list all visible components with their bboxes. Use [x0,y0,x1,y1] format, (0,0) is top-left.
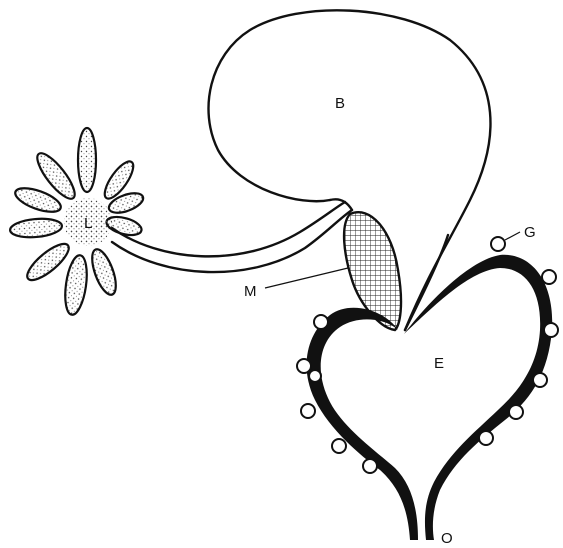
label-o: O [441,530,453,547]
label-e: E [434,355,444,372]
tube-inner [112,210,352,272]
label-g-leader [505,232,520,240]
label-m: M [244,283,257,300]
label-g: G [524,224,536,241]
tube-outer [112,202,345,256]
label-b: B [335,95,345,112]
structure-l-star [9,128,145,316]
structure-e-wall-right [404,255,552,540]
label-l: L [84,215,92,232]
structure-e-wall [307,308,418,540]
label-m-leader [265,268,348,288]
